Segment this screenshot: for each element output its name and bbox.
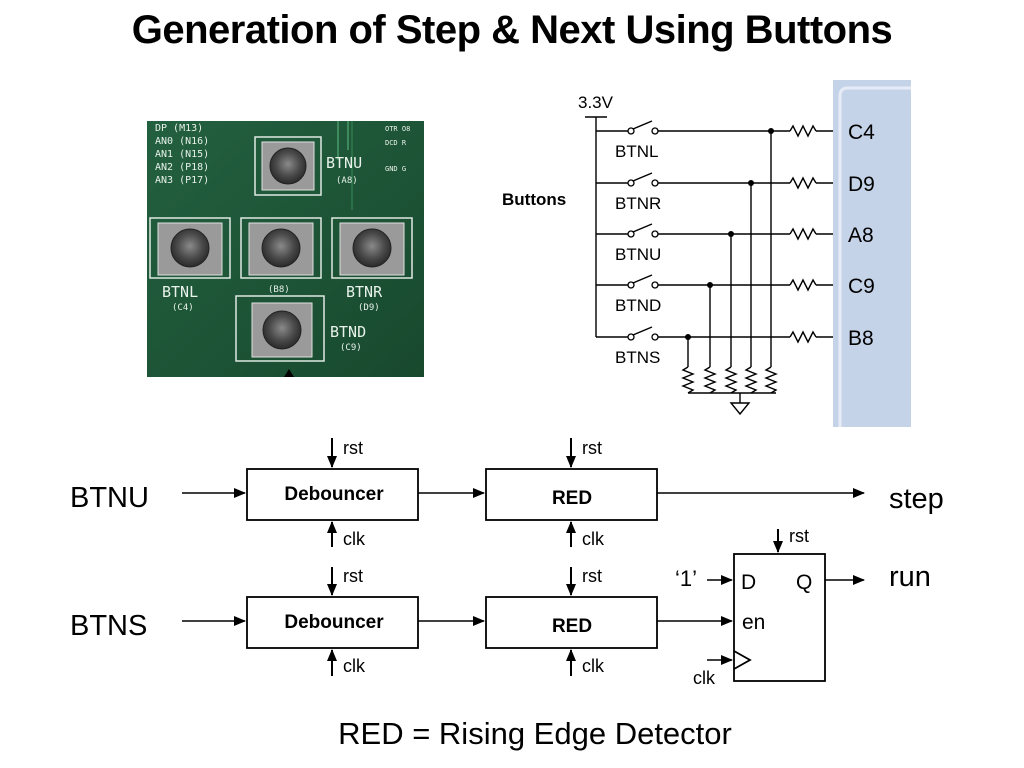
corner-label: DCD R <box>385 139 407 147</box>
switch-label: BTNL <box>615 142 658 161</box>
red-block <box>485 468 658 521</box>
series-resistor <box>789 176 817 190</box>
pulldown-resistor <box>681 366 695 394</box>
logic-diagram: BTNU Debouncer RED step rst rst clk clk … <box>70 438 944 688</box>
photo-button-pin: (C4) <box>172 303 194 313</box>
switch-label: BTNR <box>615 194 661 213</box>
red-label: RED <box>552 616 592 637</box>
ff-en-pin: en <box>742 611 765 634</box>
input-btns: BTNS <box>70 610 147 642</box>
red-label: RED <box>552 488 592 509</box>
series-resistor <box>789 227 817 241</box>
photo-button-label: BTNL <box>162 283 198 301</box>
ff-clk-label: clk <box>693 668 716 688</box>
pulldown-resistor <box>744 366 758 394</box>
step-output: step <box>889 483 944 515</box>
switch-label: BTNS <box>615 348 660 367</box>
switch-label: BTND <box>615 296 661 315</box>
board-photo: DP (M13) AN0 (N16) AN1 (N15) AN2 (P18) A… <box>147 121 424 377</box>
photo-button-pin: (C9) <box>340 343 362 353</box>
clk-label: clk <box>582 656 605 676</box>
rst-label: rst <box>343 438 363 458</box>
switch-label: BTNU <box>615 245 661 264</box>
clk-label: clk <box>343 656 366 676</box>
schematic-row: BTNS B8 <box>596 326 874 367</box>
page-title: Generation of Step & Next Using Buttons <box>131 8 893 52</box>
photo-button-pin: (B8) <box>268 285 290 295</box>
corner-label: GND G <box>385 165 406 173</box>
pulldown-resistor <box>764 366 778 394</box>
photo-button-btnu: BTNU (A8) <box>254 136 362 196</box>
debouncer-label: Debouncer <box>284 484 384 505</box>
pin-label: AN0 (N16) <box>155 136 209 147</box>
supply-label: 3.3V <box>578 93 614 112</box>
debouncer-label: Debouncer <box>284 612 384 633</box>
schematic-row: BTND C9 <box>596 274 875 367</box>
button-schematic: 3.3V Buttons BTNLC4BTNRD9BTNUA8BTNDC9BTN… <box>502 80 911 427</box>
series-resistor <box>789 278 817 292</box>
series-resistor <box>789 330 817 344</box>
pin-label: AN2 (P18) <box>155 162 209 173</box>
ff-q-pin: Q <box>796 571 812 594</box>
pulldown-resistor <box>703 366 717 394</box>
fpga-pin-label: D9 <box>848 173 875 196</box>
rst-label: rst <box>582 438 602 458</box>
group-label: Buttons <box>502 190 566 209</box>
ground-symbol <box>729 402 751 416</box>
photo-button-label: BTNU <box>326 154 362 172</box>
fpga-pin-label: C9 <box>848 275 875 298</box>
run-output: run <box>889 561 931 593</box>
photo-button-label: BTND <box>330 323 366 341</box>
photo-button-center: (B8) <box>240 217 322 295</box>
input-btnu: BTNU <box>70 482 149 514</box>
fpga-pin-label: C4 <box>848 121 875 144</box>
pin-label: AN1 (N15) <box>155 149 209 160</box>
clock-triangle <box>733 650 752 670</box>
photo-button-label: BTNR <box>346 283 383 301</box>
schematic-row: BTNL C4 <box>596 120 875 367</box>
fpga-pin-label: B8 <box>848 327 874 350</box>
pulldown-resistor <box>724 366 738 394</box>
photo-button-btnr: BTNR (D9) <box>331 217 413 313</box>
fpga-pin-label: A8 <box>848 224 874 247</box>
const-one: ‘1’ <box>675 566 697 591</box>
pin-label-list: DP (M13) AN0 (N16) AN1 (N15) AN2 (P18) A… <box>155 123 209 186</box>
debouncer-block <box>246 468 419 521</box>
schematic-row: BTNU A8 <box>596 223 874 367</box>
rst-label: rst <box>343 566 363 586</box>
pin-label: AN3 (P17) <box>155 175 209 186</box>
ff-d-pin: D <box>741 571 756 594</box>
photo-button-btnl: BTNL (C4) <box>149 217 231 313</box>
pin-label: DP (M13) <box>155 123 203 134</box>
rst-label: rst <box>582 566 602 586</box>
fpga-panel <box>833 80 911 427</box>
series-resistor <box>789 124 817 138</box>
clk-label: clk <box>582 529 605 549</box>
photo-button-pin: (D9) <box>358 303 380 313</box>
photo-button-pin: (A8) <box>336 176 358 186</box>
clk-label: clk <box>343 529 366 549</box>
ff-rst-label: rst <box>789 526 809 546</box>
caption: RED = Rising Edge Detector <box>338 716 732 751</box>
debouncer-block <box>246 596 419 649</box>
red-block <box>485 596 658 649</box>
photo-button-btnd: BTND (C9) <box>235 295 366 362</box>
corner-label: OTR O8 <box>385 125 410 133</box>
